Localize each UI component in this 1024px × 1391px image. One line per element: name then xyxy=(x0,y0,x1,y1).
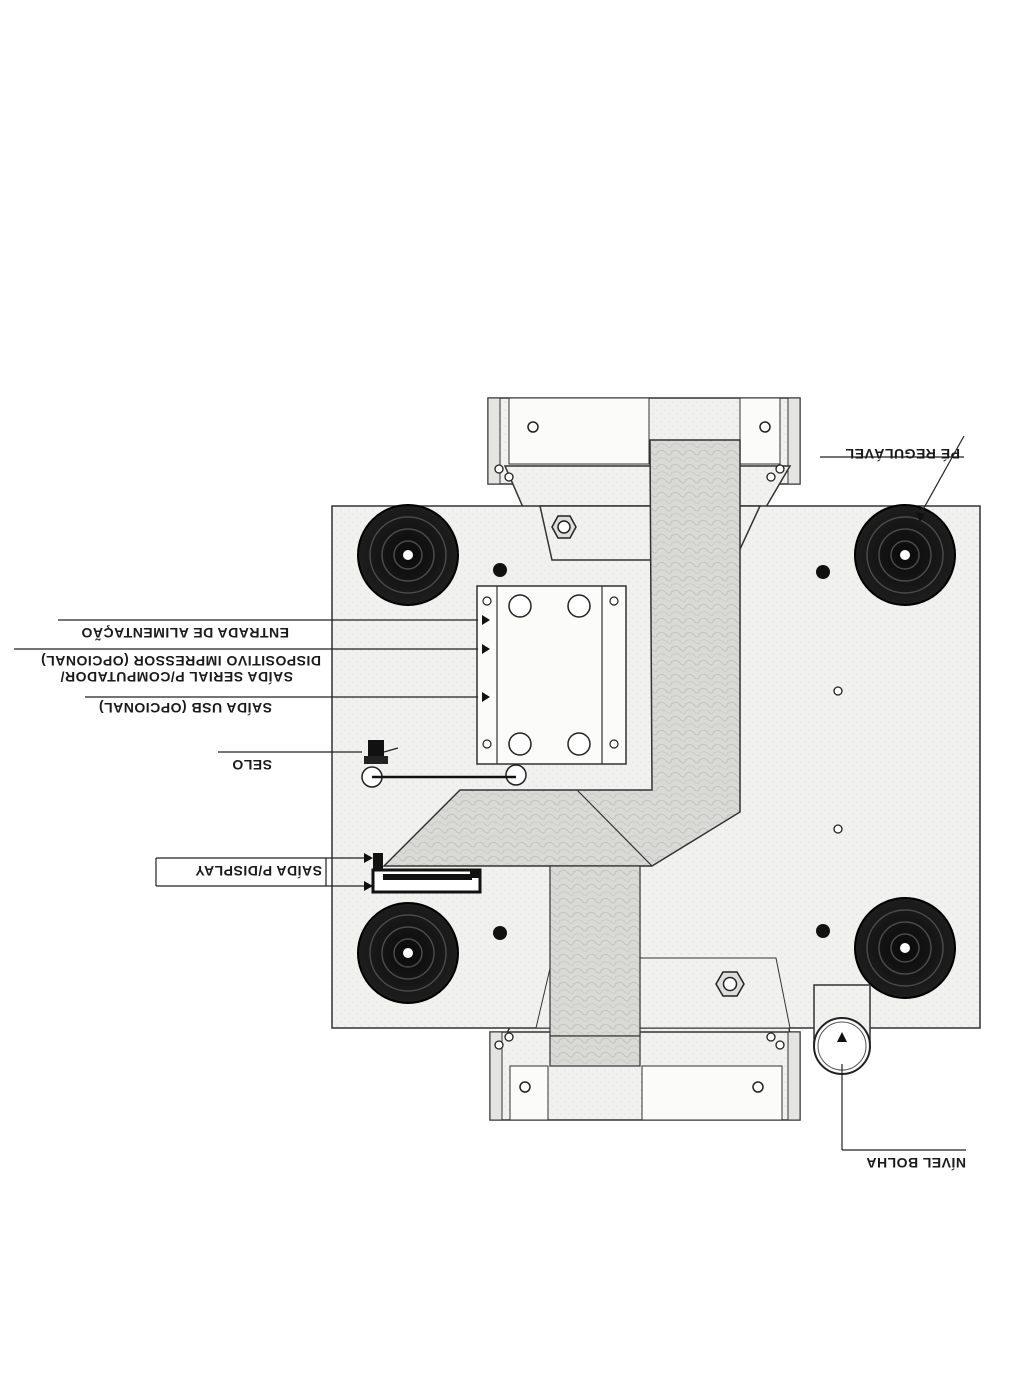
svg-text:PÉ REGULÁVEL: PÉ REGULÁVEL xyxy=(845,446,960,462)
screw-icon xyxy=(494,1040,504,1050)
svg-text:DISPOSITIVO IMPRESSOR (OPCIONA: DISPOSITIVO IMPRESSOR (OPCIONAL) xyxy=(41,653,321,669)
screw-icon xyxy=(504,472,514,482)
screw-icon xyxy=(752,1081,764,1093)
ribbon-cable xyxy=(382,439,741,1067)
svg-text:ENTRADA DE ALIMENTAÇÃO: ENTRADA DE ALIMENTAÇÃO xyxy=(81,625,289,642)
screw-icon xyxy=(775,1040,785,1050)
adjustable-foot-top-left xyxy=(357,504,459,606)
adjustable-foot-bottom-left xyxy=(357,902,459,1004)
screw-icon xyxy=(766,1032,776,1042)
hole-icon xyxy=(493,563,507,577)
label-saida-usb: SAÍDA USB (OPCIONAL) xyxy=(98,700,272,716)
adjustable-foot-bottom-right xyxy=(854,897,956,999)
label-pe-regulavel: PÉ REGULÁVEL xyxy=(845,446,960,462)
screw-icon xyxy=(833,686,843,696)
label-entrada-alimentacao: ENTRADA DE ALIMENTAÇÃO xyxy=(81,625,289,642)
screw-icon xyxy=(759,421,771,433)
svg-text:SAÍDA SERIAL P/COMPUTADOR/: SAÍDA SERIAL P/COMPUTADOR/ xyxy=(60,669,293,685)
screw-icon xyxy=(833,824,843,834)
label-dispositivo-impressor: DISPOSITIVO IMPRESSOR (OPCIONAL) xyxy=(41,653,321,669)
hex-nut-icon xyxy=(551,515,577,539)
svg-text:SAÍDA USB (OPCIONAL): SAÍDA USB (OPCIONAL) xyxy=(98,700,272,716)
screw-icon xyxy=(775,464,785,474)
label-saida-display: SAÍDA P/DISPLAY xyxy=(195,863,322,879)
label-saida-serial: SAÍDA SERIAL P/COMPUTADOR/ xyxy=(60,669,293,685)
leader-lines xyxy=(14,435,966,1151)
screw-icon xyxy=(766,472,776,482)
bubble-level xyxy=(813,984,871,1075)
screw-icon xyxy=(527,421,539,433)
adjustable-foot-top-right xyxy=(854,504,956,606)
arrow-icon xyxy=(364,512,925,1042)
svg-text:NÍVEL BOLHA: NÍVEL BOLHA xyxy=(866,1155,966,1171)
seal-icon xyxy=(361,740,527,788)
svg-text:SELO: SELO xyxy=(232,757,272,773)
display-connector xyxy=(371,853,482,894)
hex-nut-icon xyxy=(715,971,745,997)
hole-icon xyxy=(816,924,830,938)
hole-icon xyxy=(816,565,830,579)
screw-icon xyxy=(494,464,504,474)
svg-text:SAÍDA P/DISPLAY: SAÍDA P/DISPLAY xyxy=(195,863,322,879)
screw-icon xyxy=(519,1081,531,1093)
label-nivel-bolha: NÍVEL BOLHA xyxy=(866,1155,966,1171)
label-selo: SELO xyxy=(232,757,272,773)
hole-icon xyxy=(493,926,507,940)
screw-icon xyxy=(504,1032,514,1042)
connector-panel xyxy=(476,585,627,765)
